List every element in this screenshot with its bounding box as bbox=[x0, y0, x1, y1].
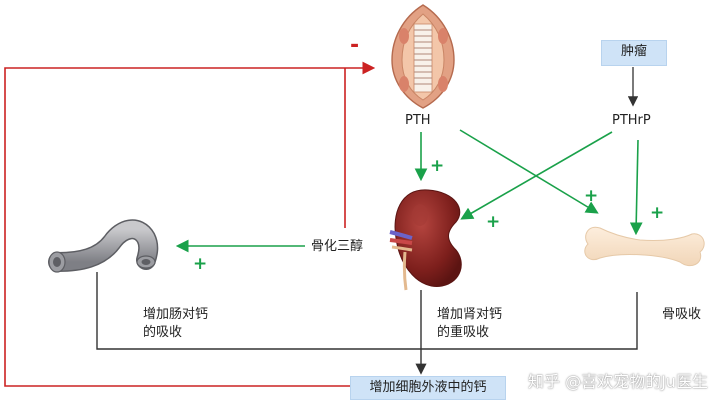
calcitriol-label: 骨化三醇 bbox=[311, 239, 364, 254]
calcitriol-intestine-plus-sign: + bbox=[193, 254, 208, 274]
pthrp-kidney-plus-sign: + bbox=[486, 212, 501, 232]
watermark-text: 知乎 @喜欢宠物的Ju医生 bbox=[528, 372, 708, 391]
pthrp-bone-plus-sign: + bbox=[650, 203, 665, 223]
pth-to-bone-arrow bbox=[459, 129, 599, 214]
kidney-illustration bbox=[389, 189, 462, 291]
pthrp-to-kidney-arrow bbox=[460, 131, 613, 220]
pthrp-label: PTHrP bbox=[612, 113, 651, 128]
bone-effect-label: 骨吸收 bbox=[662, 307, 702, 322]
feedback-minus-sign: - bbox=[350, 33, 360, 58]
pth-kidney-plus-sign: + bbox=[430, 156, 445, 176]
negative-feedback-arrow bbox=[4, 61, 376, 387]
effect-collector-lines bbox=[96, 272, 638, 375]
pth-bone-plus-sign: + bbox=[584, 186, 599, 206]
pthrp-to-bone-arrow bbox=[629, 139, 643, 236]
intestine-effect-label: 增加肠对钙 的吸收 bbox=[143, 307, 209, 340]
bone-illustration bbox=[584, 226, 705, 267]
intestine-illustration bbox=[48, 219, 159, 273]
tumor-label: 肿瘤 bbox=[620, 44, 647, 59]
result-box: 增加细胞外液中的钙 bbox=[350, 376, 506, 400]
result-label: 增加细胞外液中的钙 bbox=[369, 380, 487, 395]
parathyroid-gland-illustration bbox=[391, 4, 455, 109]
pth-label: PTH bbox=[405, 113, 431, 128]
tumor-box: 肿瘤 bbox=[601, 40, 667, 66]
kidney-effect-label: 增加肾对钙 的重吸收 bbox=[437, 307, 503, 340]
